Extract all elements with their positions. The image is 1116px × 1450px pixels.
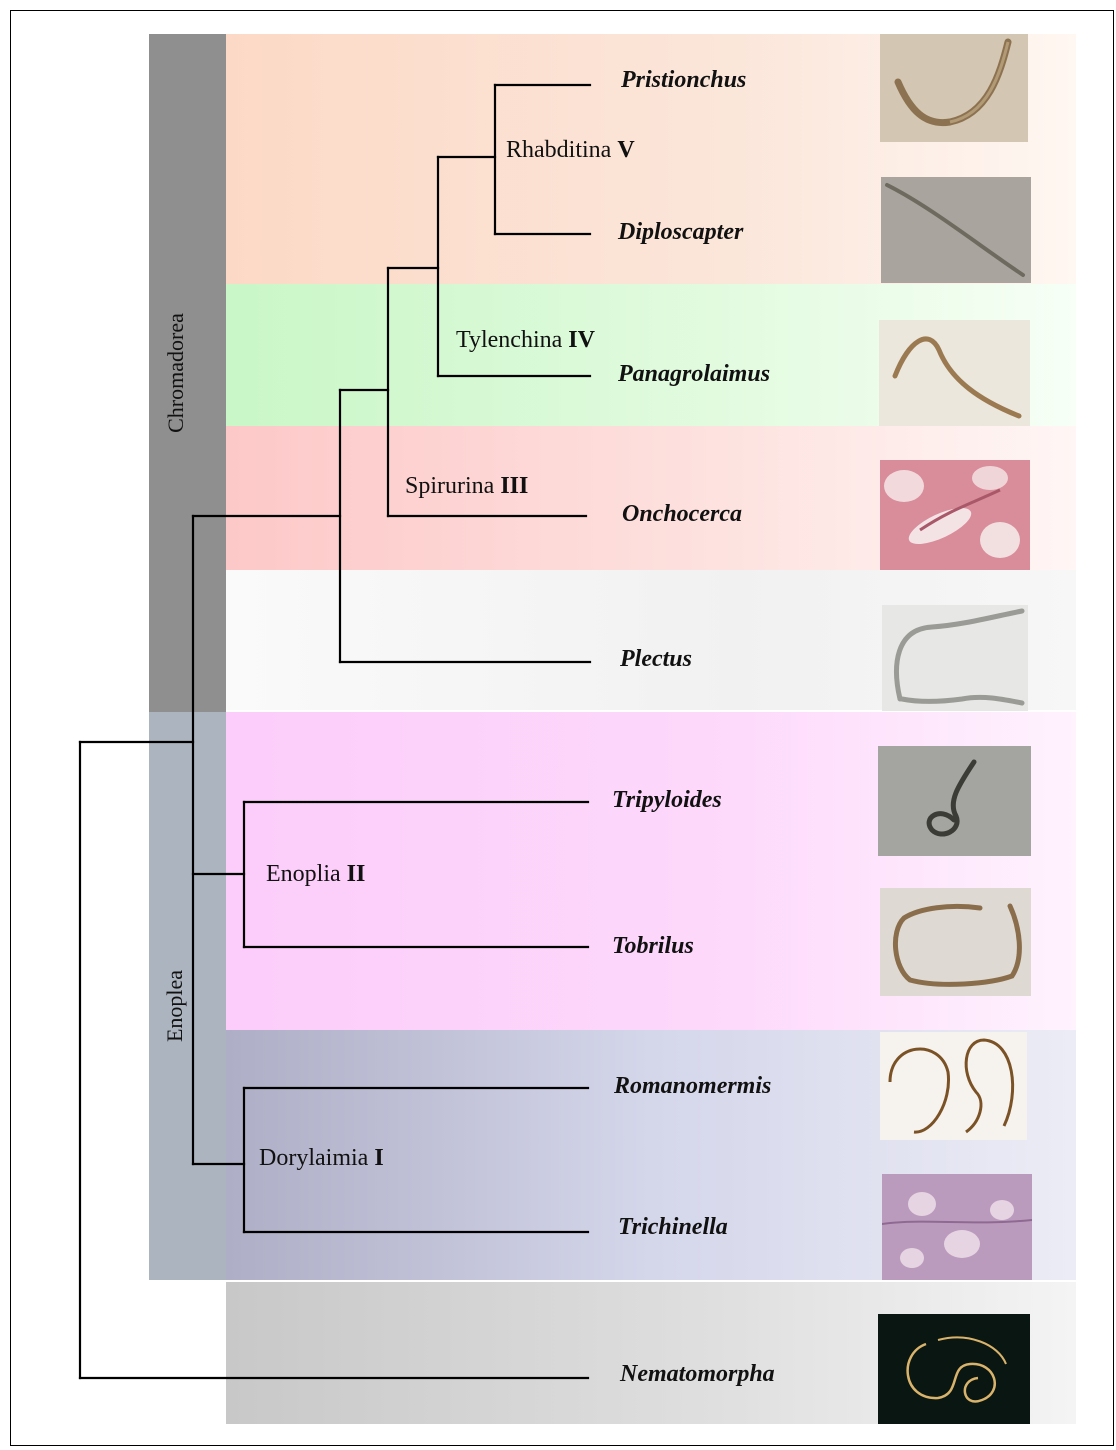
taxon-label: Onchocerca [622,502,742,526]
clade-name: Spirurina [405,473,494,499]
clade-name: Dorylaimia [259,1145,368,1171]
clade-name: Tylenchina [456,327,562,353]
micrograph-onchocerca [880,460,1030,570]
micrograph-diploscapter [881,177,1031,283]
micrograph-trichinella [882,1174,1032,1280]
clade-label-spirurina: Spirurina III [405,474,528,498]
micrograph-romanomermis [880,1032,1027,1140]
clade-label-rhabditina: Rhabditina V [506,138,635,162]
clade-numeral: III [500,473,528,499]
micrograph-pristionchus [880,34,1028,142]
micrograph-tripyloides [878,746,1031,856]
clade-name: Enoplia [266,861,341,887]
micrograph-plectus [882,605,1028,711]
clade-numeral: I [374,1145,383,1171]
clade-numeral: IV [568,327,595,353]
taxon-label: Diploscapter [618,220,743,244]
micrograph-panagrolaimus [879,320,1030,426]
micrograph-nematomorpha [878,1314,1030,1424]
taxon-label: Panagrolaimus [618,362,770,386]
clade-label-dorylaimia: Dorylaimia I [259,1146,384,1170]
taxon-label: Trichinella [618,1215,728,1239]
clade-numeral: II [347,861,366,887]
micrograph-tobrilus [880,888,1031,996]
taxon-label: Tripyloides [612,788,722,812]
taxon-label: Pristionchus [621,68,746,92]
clade-name: Rhabditina [506,137,611,163]
clade-label-tylenchina: Tylenchina IV [456,328,595,352]
taxon-label: Plectus [620,647,692,671]
clade-numeral: V [617,137,634,163]
clade-label-enoplia: Enoplia II [266,862,365,886]
taxon-label: Tobrilus [612,934,694,958]
taxon-label: Nematomorpha [620,1362,775,1386]
taxon-label: Romanomermis [614,1074,771,1098]
